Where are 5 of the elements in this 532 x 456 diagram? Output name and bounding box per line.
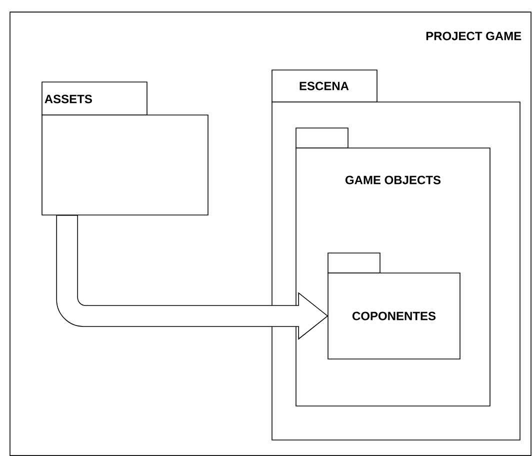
node-label: ASSETS — [44, 94, 92, 104]
package: COPONENTES — [328, 252, 460, 360]
node-label: ESCENA — [300, 82, 349, 90]
block-arrow — [56, 215, 328, 340]
package: ASSETS — [42, 82, 208, 216]
